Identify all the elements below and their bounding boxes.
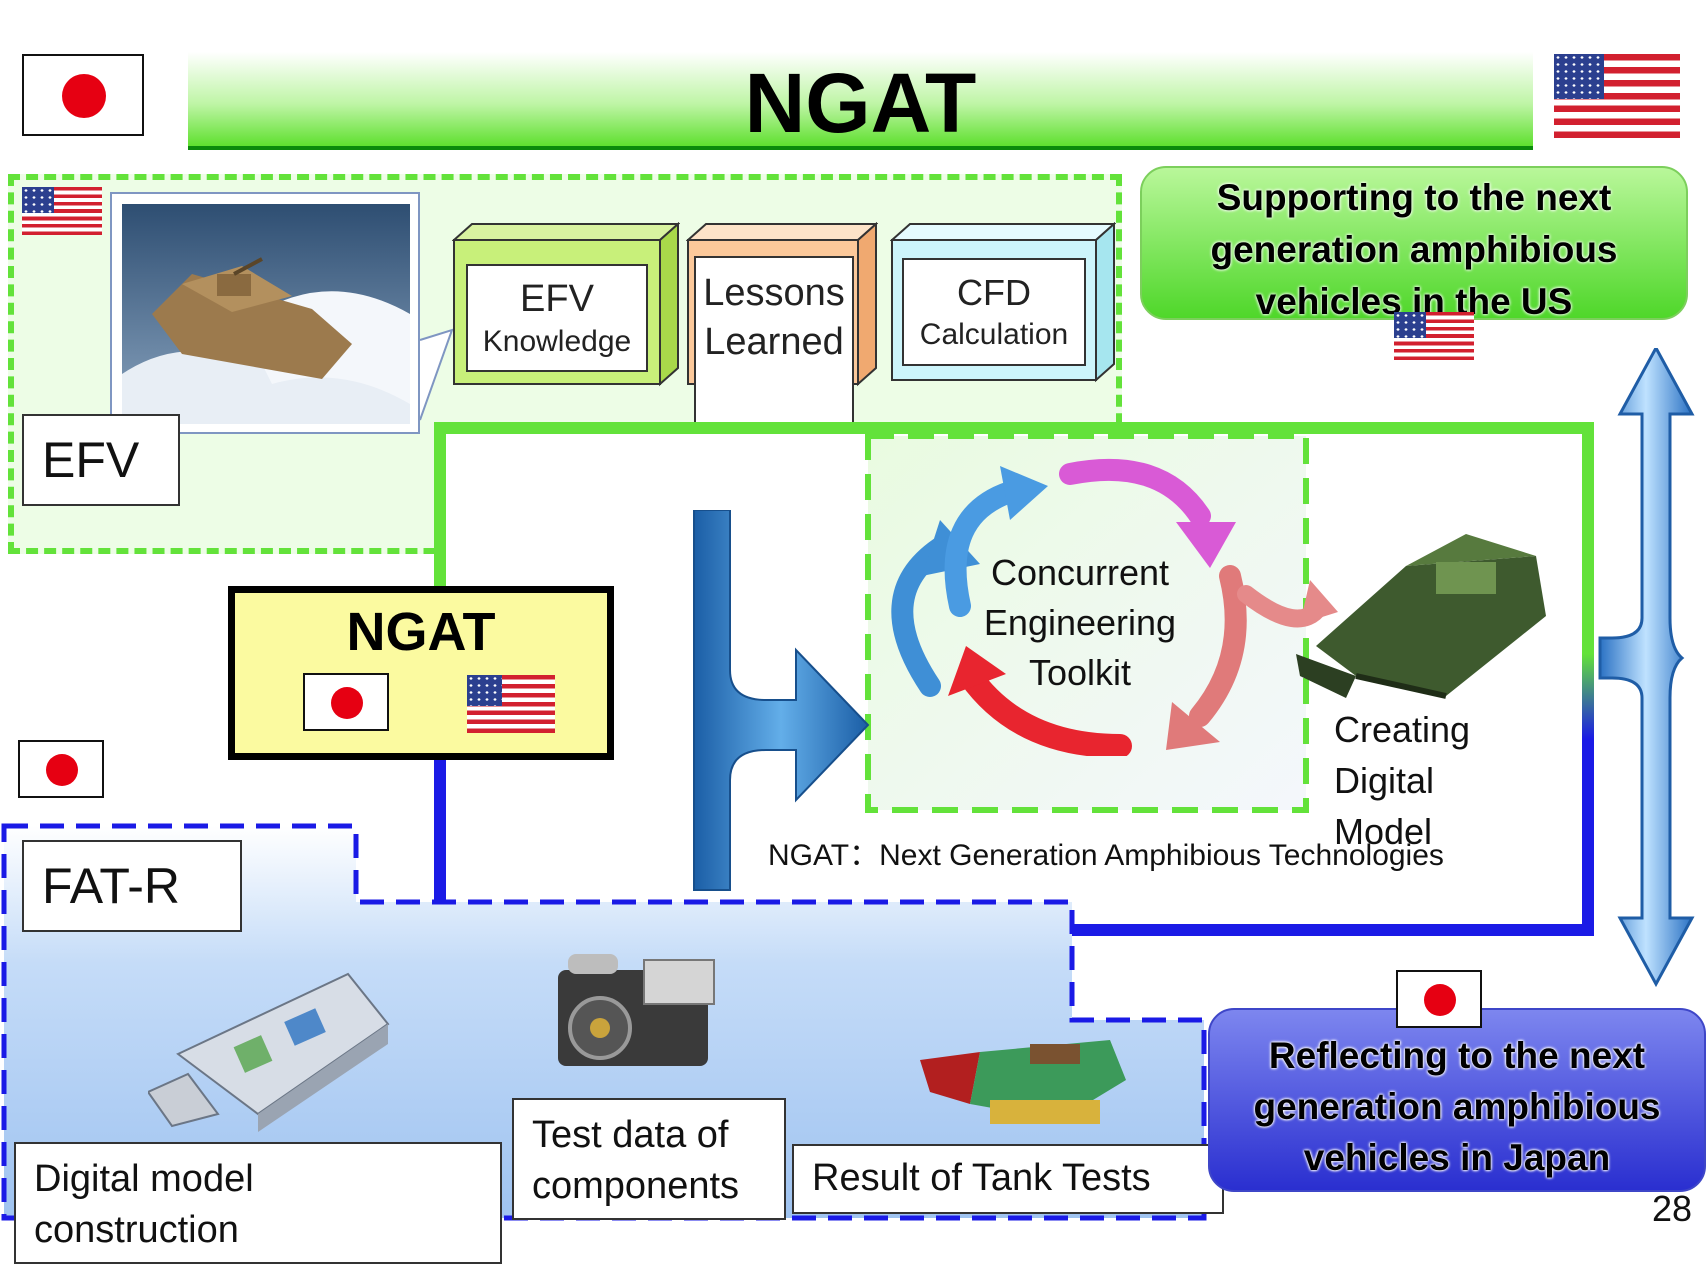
japan-flag-icon bbox=[22, 54, 144, 136]
digital-vehicle-model-icon bbox=[1296, 534, 1546, 699]
japan-flag-icon bbox=[303, 673, 389, 731]
tank-test-model-icon bbox=[920, 1040, 1126, 1124]
header-banner bbox=[188, 52, 1533, 150]
lessons-title: Lessons bbox=[703, 272, 845, 314]
double-arrow-icon bbox=[1598, 348, 1695, 988]
us-support-line2: generation amphibious bbox=[1210, 229, 1618, 270]
test-data-line1: Test data of bbox=[532, 1114, 729, 1156]
ngat-box: NGAT bbox=[228, 586, 614, 760]
toolkit-line3: Toolkit bbox=[1028, 652, 1132, 693]
callout-pointer bbox=[419, 328, 454, 421]
digital-model-line1: Creating bbox=[1334, 709, 1471, 750]
efv-knowledge-box: EFV Knowledge bbox=[452, 222, 680, 388]
japan-reflect-line3: vehicles in Japan bbox=[1303, 1137, 1611, 1178]
digital-construction-model-icon bbox=[148, 972, 390, 1132]
ngat-box-title: NGAT bbox=[346, 602, 496, 662]
japan-reflect-banner: Reflecting to the next generation amphib… bbox=[1208, 1008, 1706, 1192]
ngat-definition: NGAT：Next Generation Amphibious Technolo… bbox=[768, 839, 1444, 872]
efv-photo bbox=[110, 192, 420, 434]
lessons-subtitle: Learned bbox=[704, 321, 844, 363]
digital-model-construction-label: Digital model construction bbox=[14, 1142, 502, 1264]
us-support-banner: Supporting to the next generation amphib… bbox=[1140, 166, 1688, 322]
page-number: 28 bbox=[1652, 1188, 1693, 1229]
japan-flag-icon bbox=[1396, 970, 1482, 1028]
digital-model-line2: Digital bbox=[1334, 760, 1435, 801]
us-flag-icon bbox=[1394, 312, 1474, 360]
engine-component-icon bbox=[558, 954, 715, 1066]
toolkit-line1: Concurrent bbox=[990, 552, 1170, 593]
page-title: NGAT bbox=[744, 56, 977, 150]
fatr-label: FAT-R bbox=[22, 840, 242, 932]
concurrent-cycle-icon bbox=[891, 458, 1338, 756]
creating-digital-model-label: Creating Digital Model bbox=[1334, 704, 1470, 857]
japan-flag-icon bbox=[18, 740, 104, 798]
us-flag-icon bbox=[467, 675, 555, 733]
construction-line2: construction bbox=[34, 1209, 239, 1251]
japan-reflect-line2: generation amphibious bbox=[1253, 1086, 1661, 1127]
japan-reflect-line1: Reflecting to the next bbox=[1268, 1035, 1646, 1076]
merge-arrow-icon bbox=[693, 510, 870, 891]
construction-line1: Digital model bbox=[34, 1158, 254, 1200]
us-support-line1: Supporting to the next bbox=[1216, 177, 1612, 218]
tank-tests-label: Result of Tank Tests bbox=[792, 1144, 1224, 1214]
us-flag-icon bbox=[1554, 54, 1680, 138]
us-flag-icon bbox=[22, 187, 102, 235]
efv-knowledge-subtitle: Knowledge bbox=[482, 325, 632, 358]
efv-label: EFV bbox=[22, 414, 180, 506]
cfd-subtitle: Calculation bbox=[919, 318, 1069, 351]
test-data-line2: components bbox=[532, 1165, 740, 1207]
test-data-label: Test data of components bbox=[512, 1098, 786, 1220]
toolkit-label: Concurrent Engineering Toolkit bbox=[960, 548, 1200, 698]
digital-model-line3: Model bbox=[1334, 811, 1433, 852]
toolkit-line2: Engineering bbox=[983, 602, 1177, 643]
efv-knowledge-title: EFV bbox=[520, 278, 594, 320]
cfd-title: CFD bbox=[957, 272, 1031, 313]
cfd-calculation-box: CFD Calculation bbox=[890, 222, 1116, 384]
